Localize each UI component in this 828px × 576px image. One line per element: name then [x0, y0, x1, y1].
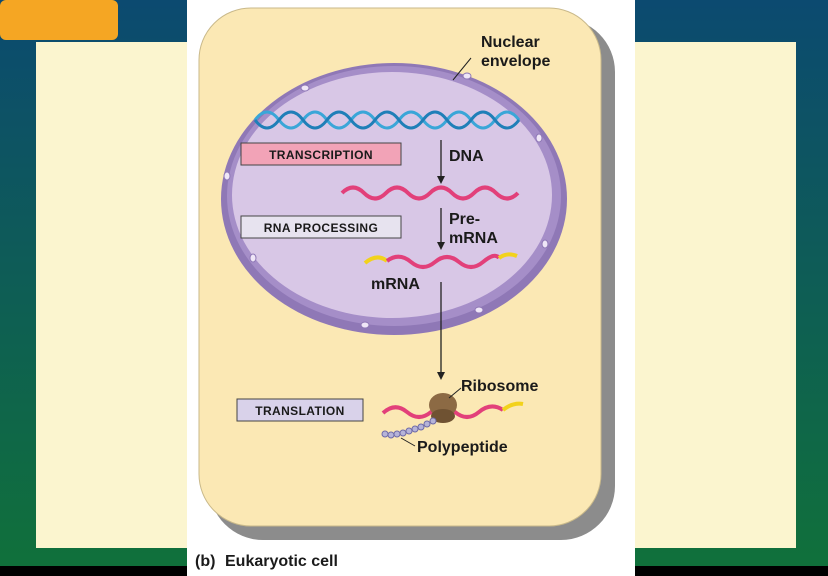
amino-acid [399, 429, 407, 437]
nuclear-pore [535, 133, 543, 143]
rna-processing-box [240, 215, 402, 239]
arrowhead [437, 372, 445, 380]
amino-acid [405, 427, 413, 435]
leader-lines [400, 57, 472, 447]
transcription-box [240, 142, 402, 166]
mrna-nucleus [363, 252, 518, 269]
nuclear-pore [223, 171, 231, 181]
step-rna-processing: RNA PROCESSING [240, 215, 402, 239]
pre-mrna-label-line2: mRNA [449, 230, 498, 247]
ribosome-small-subunit [431, 409, 455, 423]
dna-strand [253, 110, 521, 130]
translation-box [236, 398, 364, 422]
translation-complex [381, 393, 524, 439]
amino-acid [429, 417, 437, 425]
nuclear-envelope-label-line1: Nuclear [481, 34, 540, 51]
mrna-strand [385, 253, 501, 269]
dna-strand [253, 110, 521, 130]
amino-acid [381, 430, 389, 438]
step-arrows [437, 140, 445, 380]
leader-ribosome [448, 387, 462, 399]
mrna-cap [363, 255, 389, 265]
nuclear-pore [474, 306, 484, 314]
nuclear-pore [541, 239, 549, 249]
ribosome-label: Ribosome [461, 378, 538, 395]
dna-label: DNA [449, 148, 484, 165]
pre-mrna-strand [340, 185, 520, 201]
pre-mrna-label-line1: Pre- [449, 211, 480, 228]
leader-polypeptide [400, 437, 416, 447]
mrna-label: mRNA [371, 276, 420, 293]
dna-helix [253, 110, 521, 130]
amino-acid [423, 420, 431, 428]
caption-part-label: (b) [195, 553, 215, 570]
nuclear-pore [300, 84, 310, 92]
transcription-label: TRANSCRIPTION [269, 148, 373, 162]
slide-accent-tab [0, 0, 118, 40]
polypeptide-chain [381, 417, 437, 439]
leader-nuclear-envelope [452, 57, 472, 81]
nuclear-pore [360, 321, 370, 329]
step-translation: TRANSLATION [236, 398, 364, 422]
nuclear-pores [223, 72, 549, 329]
nuclear-pore [249, 253, 257, 263]
amino-acid [393, 430, 401, 438]
arrowhead [437, 176, 445, 184]
nucleus [221, 63, 567, 335]
rna-processing-label: RNA PROCESSING [264, 221, 379, 235]
amino-acid [387, 431, 395, 439]
step-transcription: TRANSCRIPTION [240, 142, 402, 166]
caption-title: Eukaryotic cell [225, 553, 338, 570]
nucleoplasm [232, 72, 552, 318]
figure-panel: TRANSCRIPTION RNA PROCESSING TRANSLATION… [187, 0, 635, 576]
mrna-cytoplasm-tail [501, 401, 524, 412]
nuclear-pore [462, 72, 472, 80]
arrowhead [437, 242, 445, 250]
amino-acid [411, 425, 419, 433]
amino-acid [417, 423, 425, 431]
polypeptide-label: Polypeptide [417, 439, 508, 456]
translation-label: TRANSLATION [255, 404, 345, 418]
nuclear-envelope-label-line2: envelope [481, 53, 550, 70]
mrna-tail [497, 252, 518, 260]
